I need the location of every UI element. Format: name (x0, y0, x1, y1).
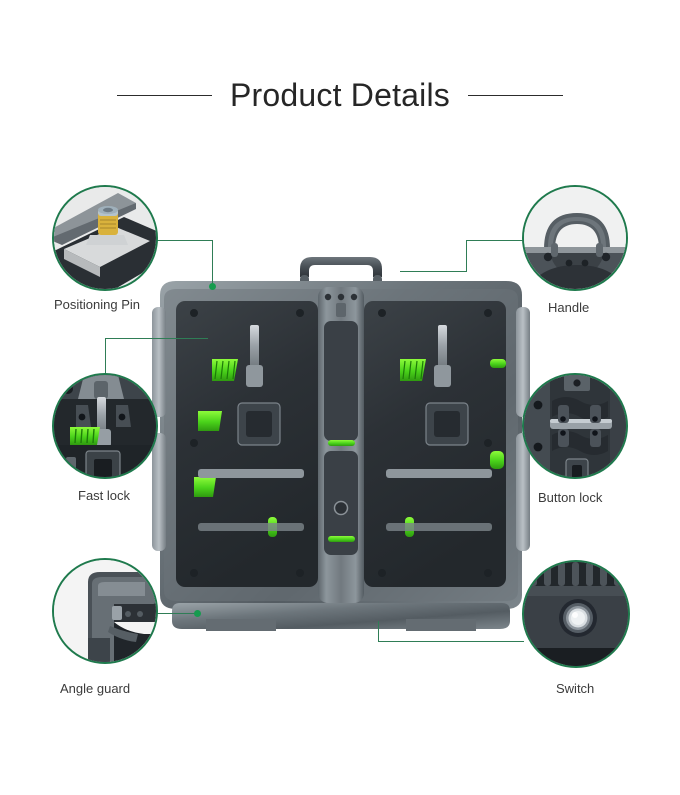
callout-label-angle-guard: Angle guard (60, 681, 131, 696)
leader-fast-lock-h (105, 338, 208, 339)
angle-guard-icon (52, 558, 158, 664)
leader-fast-lock-v (105, 338, 106, 380)
page-title: Product Details (230, 76, 450, 113)
handle-icon (522, 185, 628, 291)
leader-positioning-pin-v (212, 240, 213, 286)
leader-switch-v (378, 621, 379, 641)
positioning-pin-icon (52, 185, 158, 291)
title-rule-right (467, 94, 563, 96)
callout-label-button-lock: Button lock (538, 490, 603, 505)
callout-label-positioning-pin: Positioning Pin (54, 297, 140, 312)
page-header: Product Details (0, 72, 680, 118)
product-image (150, 255, 532, 655)
fast-lock-icon (52, 373, 158, 479)
leader-switch-h (378, 641, 524, 642)
leader-positioning-pin-h (152, 240, 212, 241)
leader-handle-h2 (400, 271, 466, 272)
button-lock-icon (522, 373, 628, 479)
callout-label-handle: Handle (548, 300, 590, 315)
leader-handle-v (466, 240, 467, 272)
leader-dot-angle-guard (194, 610, 201, 617)
leader-dot-positioning-pin (209, 283, 216, 290)
switch-icon (522, 560, 630, 668)
callout-label-fast-lock: Fast lock (78, 488, 131, 503)
leader-handle-h1 (466, 240, 524, 241)
callout-label-switch: Switch (556, 681, 595, 696)
title-rule-left (117, 94, 212, 96)
leader-angle-guard-h (152, 613, 198, 614)
